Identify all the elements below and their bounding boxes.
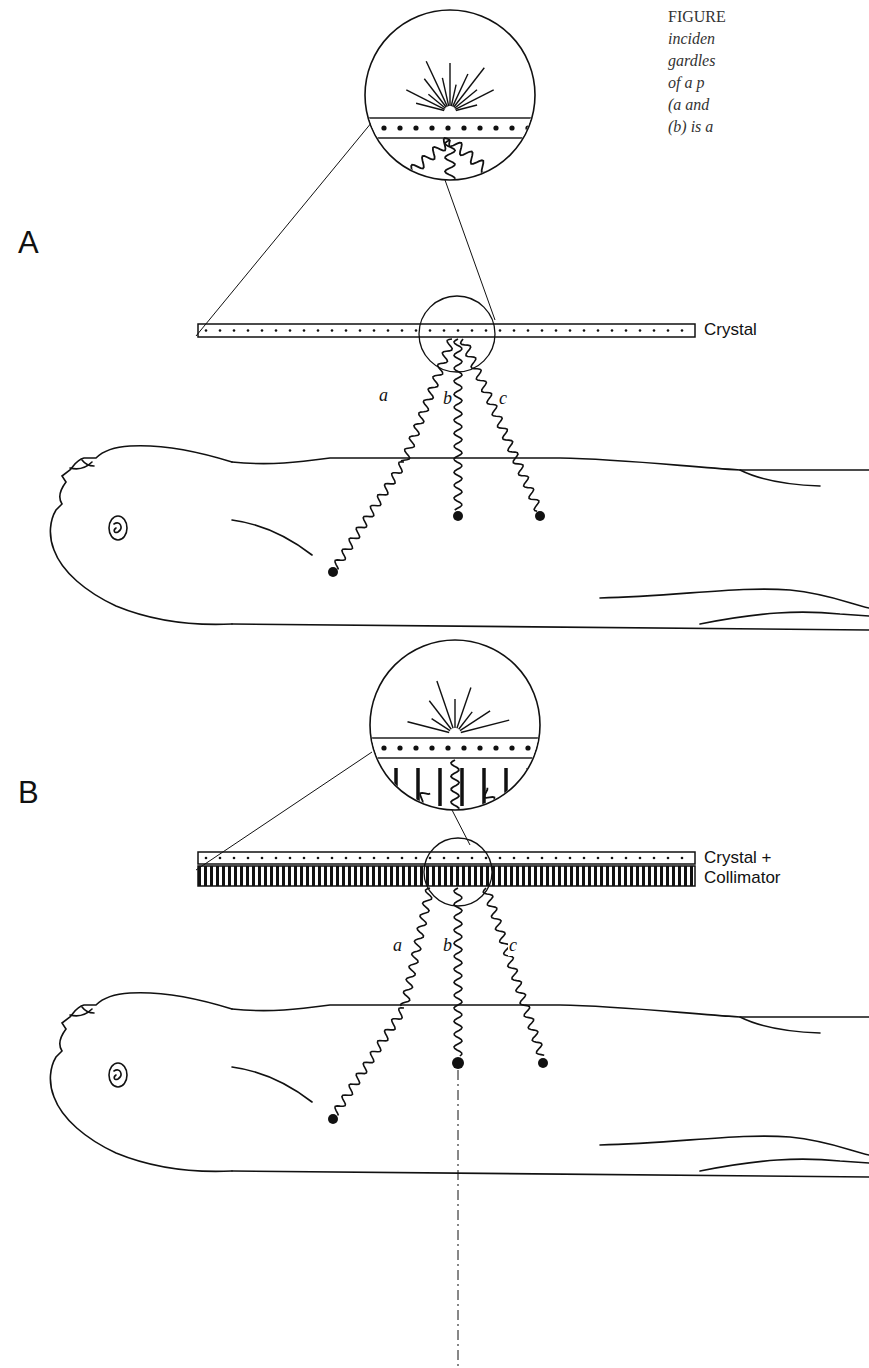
gamma-ray [401, 888, 432, 1006]
figure-caption-fragment: gardles [668, 52, 715, 70]
crystal-bar [198, 324, 695, 337]
zoom-spot [424, 838, 492, 906]
gamma-ray [449, 140, 505, 186]
figure-caption-fragment: of a p [668, 74, 704, 92]
ray-letter: b [442, 935, 453, 956]
zoom-circle [370, 640, 540, 810]
part-label: Crystal + Collimator [704, 848, 796, 887]
ray-letter: c [508, 935, 518, 956]
gamma-ray [454, 339, 462, 510]
zoom-spot [419, 296, 495, 372]
panel-letter: A [18, 225, 39, 261]
part-label: Crystal [704, 320, 757, 340]
ray-letter: c [498, 388, 508, 409]
ray-letter: a [392, 935, 403, 956]
gamma-ray [454, 888, 462, 1056]
ray-letter: b [442, 388, 453, 409]
gamma-ray [401, 339, 452, 461]
gamma-ray [410, 793, 430, 813]
patient-outline [50, 446, 869, 630]
figure-caption-fragment: inciden [668, 30, 715, 48]
gamma-ray [335, 462, 404, 570]
gamma-ray [484, 788, 501, 812]
collimator [198, 866, 695, 886]
figure-caption-fragment: (b) is a [668, 118, 713, 136]
patient-outline [50, 993, 869, 1177]
ray-letter: a [378, 385, 389, 406]
gamma-ray [335, 1008, 404, 1116]
zoom-leader [452, 810, 470, 845]
zoom-leader [445, 180, 495, 320]
axis-line [458, 1070, 459, 1368]
crystal-bar [198, 852, 695, 864]
zoom-leader [196, 752, 372, 870]
gamma-ray [483, 888, 544, 1055]
panel-letter: B [18, 775, 39, 811]
figure-caption-fragment: (a and [668, 96, 709, 114]
figure-caption-fragment: FIGURE [668, 8, 726, 26]
gamma-ray [395, 138, 450, 186]
gamma-ray [461, 339, 539, 511]
zoom-leader [196, 122, 372, 336]
gamma-ray [451, 760, 459, 811]
